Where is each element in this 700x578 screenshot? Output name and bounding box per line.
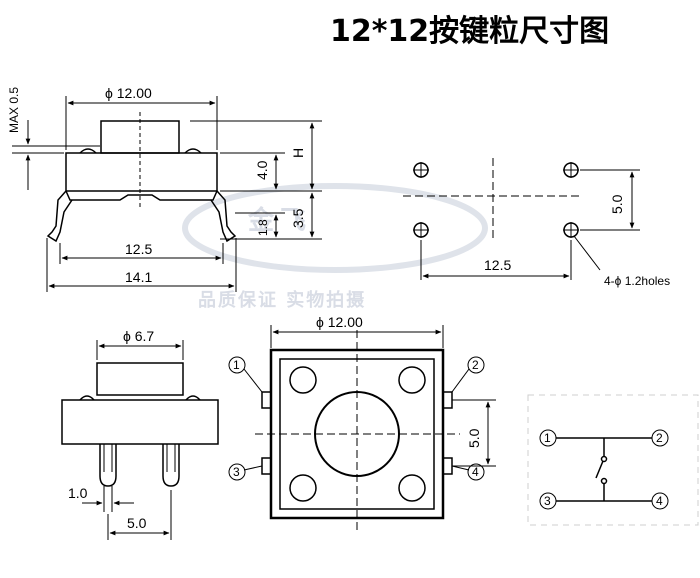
schematic-pin-4: 4	[656, 494, 663, 508]
top-pitch-label: 5.0	[466, 428, 482, 448]
front-lead-label: 1.0	[68, 485, 88, 501]
schematic-pin-1: 1	[544, 431, 551, 445]
top-pin-2: 2	[472, 358, 479, 372]
top-post	[398, 474, 426, 502]
front-cap-label: ϕ 6.7	[123, 328, 154, 344]
front-view	[61, 340, 219, 540]
top-pin-callout-3	[228, 463, 246, 481]
top-pin-1: 1	[233, 358, 240, 372]
side-view	[12, 96, 322, 292]
top-tab	[442, 457, 453, 475]
schematic-pin-2: 2	[656, 431, 663, 445]
schematic-box	[527, 394, 699, 526]
front-nub-left	[79, 395, 95, 401]
top-width-label: ϕ 12.00	[316, 314, 363, 330]
pcb-pitch-h-label: 12.5	[484, 257, 511, 273]
top-tab	[442, 391, 453, 409]
side-pin-lower-label: 1.8	[256, 219, 270, 236]
front-lead-right	[162, 444, 180, 487]
side-nub-left	[79, 148, 97, 154]
side-h-label: H	[290, 148, 306, 158]
top-pin-callout-2	[467, 356, 485, 374]
top-post	[289, 474, 317, 502]
pcb-pitch-v-label: 5.0	[609, 194, 625, 214]
top-pin-callout-1	[228, 356, 246, 374]
front-body	[61, 399, 219, 445]
front-pitch-label: 5.0	[127, 515, 147, 531]
top-tab	[261, 457, 272, 475]
top-tab	[261, 391, 272, 409]
top-pin-callout-4	[467, 463, 485, 481]
side-pin-span-label: 12.5	[125, 241, 152, 257]
front-nub-right	[185, 395, 201, 401]
watermark-slogan: 品质保证 实物拍摄	[198, 290, 367, 311]
pcb-holes-label: 4-ϕ 1.2holes	[604, 274, 670, 288]
side-width-label: ϕ 12.00	[105, 85, 152, 101]
side-body-height-label: 4.0	[254, 160, 270, 180]
side-lead-left	[46, 190, 73, 243]
top-post	[398, 366, 426, 394]
top-pin-3: 3	[233, 465, 240, 479]
side-body	[65, 152, 218, 192]
side-max-label: MAX 0.5	[7, 87, 21, 133]
page-title: 12*12按键粒尺寸图	[330, 14, 610, 49]
pcb-layout	[403, 158, 640, 280]
side-nub-right	[184, 148, 202, 154]
side-lead-right	[210, 190, 237, 243]
front-lead-left	[99, 444, 117, 487]
top-pin-4: 4	[472, 465, 479, 479]
schematic-pin-3: 3	[544, 494, 551, 508]
front-cap	[96, 362, 184, 396]
side-base	[65, 190, 218, 201]
top-post	[289, 366, 317, 394]
side-overall-span-label: 14.1	[125, 269, 152, 285]
side-pin-upper-label: 3.5	[290, 208, 306, 228]
top-view	[228, 325, 496, 530]
top-plunger	[314, 391, 400, 477]
watermark-ring	[182, 183, 488, 273]
